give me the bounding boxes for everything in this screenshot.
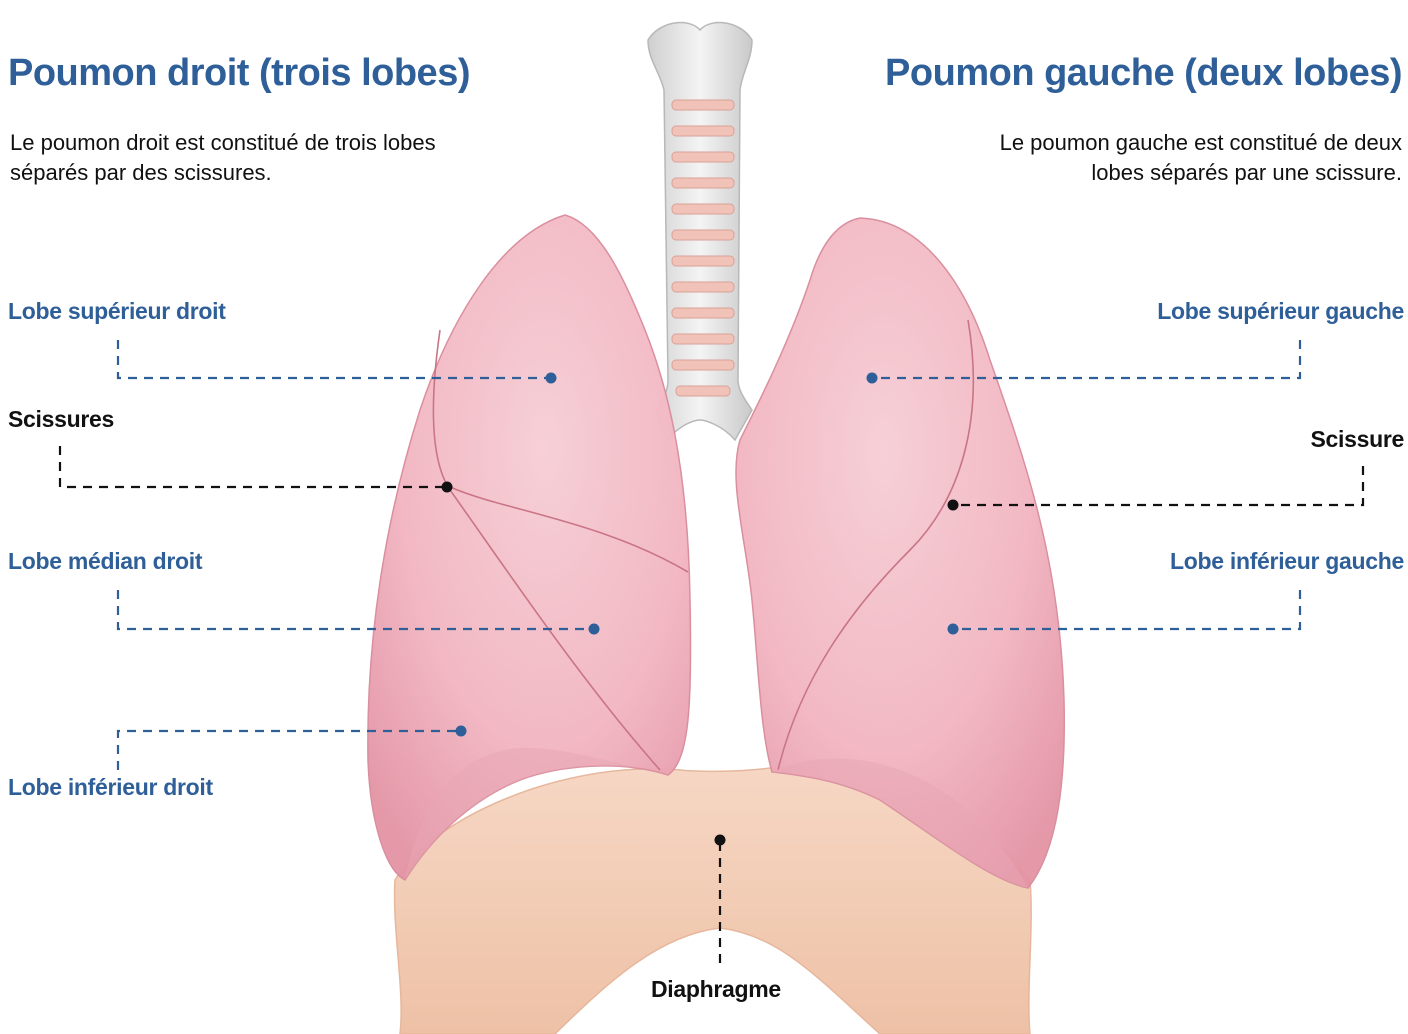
dot-right-fissures [442,482,453,493]
trachea [648,23,752,440]
label-left-upper-lobe: Lobe supérieur gauche [1157,298,1404,325]
dot-right-lower-lobe [456,726,467,737]
label-diaphragm: Diaphragme [651,976,781,1003]
dot-left-fissure [948,500,959,511]
left-lung-description: Le poumon gauche est constitué de deux l… [942,128,1402,188]
dot-left-upper-lobe [867,373,878,384]
right-lung-title: Poumon droit (trois lobes) [8,52,470,95]
label-right-fissures: Scissures [8,406,114,433]
label-right-upper-lobe: Lobe supérieur droit [8,298,226,325]
label-left-fissure: Scissure [1311,426,1405,453]
dot-left-lower-lobe [948,624,959,635]
left-lung-title: Poumon gauche (deux lobes) [885,52,1402,95]
dot-right-middle-lobe [589,624,600,635]
dot-diaphragm [715,835,726,846]
label-right-lower-lobe: Lobe inférieur droit [8,774,213,801]
label-left-lower-lobe: Lobe inférieur gauche [1170,548,1404,575]
right-lung-description: Le poumon droit est constitué de trois l… [10,128,500,188]
label-right-middle-lobe: Lobe médian droit [8,548,202,575]
leader-right-fissures [60,446,447,487]
dot-right-upper-lobe [546,373,557,384]
